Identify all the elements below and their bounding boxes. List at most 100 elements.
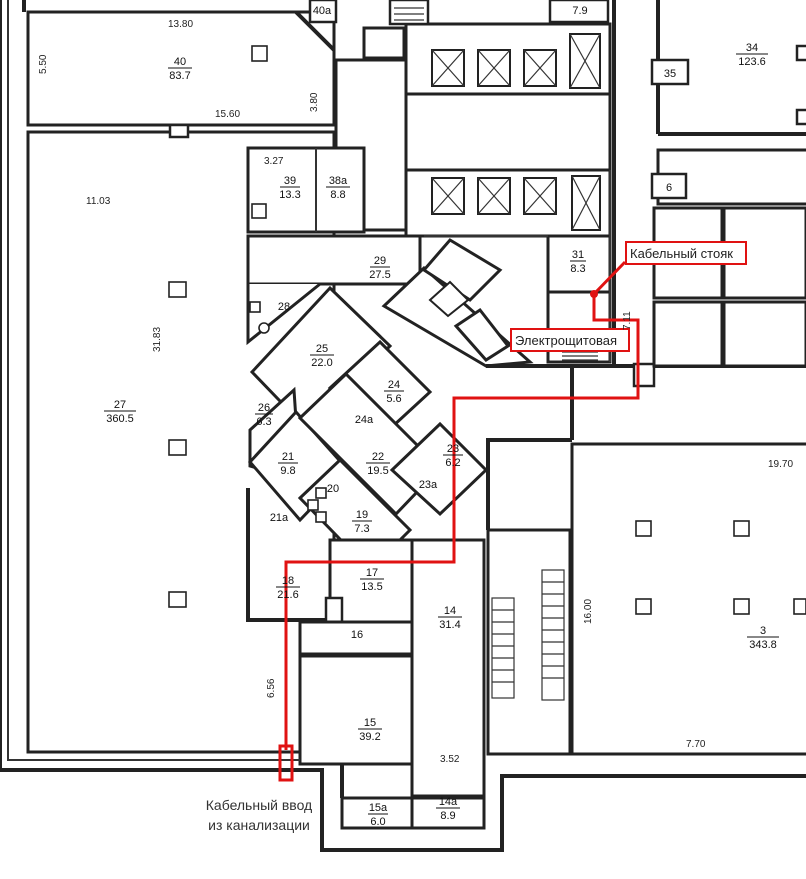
wc-fixture <box>315 511 327 523</box>
room-label-35: 35 <box>664 68 676 80</box>
elevator-shaft <box>431 177 465 215</box>
room-label-top-7-9: 7.9 <box>572 5 587 17</box>
room-number: 31 <box>572 249 584 261</box>
column <box>795 108 806 126</box>
room-area: 7.3 <box>354 523 369 535</box>
room-number: 24 <box>388 379 400 391</box>
column <box>168 281 187 298</box>
dimension-label: 5.50 <box>38 54 49 74</box>
room-area: 6.3 <box>256 416 271 428</box>
room-number: 21a <box>270 512 289 524</box>
column <box>635 520 652 537</box>
room-label-29: 29 27.5 <box>369 255 390 281</box>
rooms-39-38a-frame <box>246 146 366 234</box>
room-number: 40a <box>313 5 332 17</box>
callout-riser-text: Кабельный стояк <box>630 246 733 261</box>
column <box>795 44 806 62</box>
room-label-6: 6 <box>666 182 672 194</box>
room-27-niche <box>168 123 190 139</box>
room-3-box <box>570 442 806 756</box>
dimension-labels: 13.80 5.50 15.60 3.80 3.27 11.03 31.83 7… <box>38 19 793 765</box>
room-number: 14 <box>444 605 456 617</box>
diagonal-room-small <box>453 307 511 362</box>
elevator-shaft <box>523 49 557 87</box>
dimension-label: 15.60 <box>215 109 240 120</box>
room-area: 8.8 <box>330 189 345 201</box>
room-number: 21 <box>282 451 294 463</box>
room-number: 23a <box>419 479 438 491</box>
room-number: 38a <box>329 175 348 187</box>
callout-electrical-room-box <box>510 328 630 352</box>
room-number: 35 <box>664 68 676 80</box>
callout-electrical-room-text: Электрощитовая <box>515 333 617 348</box>
room-27-columns <box>168 45 268 608</box>
dimension-label: 3.27 <box>264 156 284 167</box>
column <box>733 520 750 537</box>
room-number: 20 <box>327 483 339 495</box>
room-label-16: 16 <box>351 629 363 641</box>
room-label-31: 318.3 <box>570 249 586 275</box>
room-number: 19 <box>356 509 368 521</box>
room-label-21: 219.8 <box>278 451 298 477</box>
room-label-20: 20 <box>327 483 339 495</box>
rooms-39-38a <box>246 146 366 234</box>
room-area: 5.6 <box>386 393 401 405</box>
dimension-label: 19.70 <box>768 459 793 470</box>
central-core <box>334 0 612 238</box>
outer-wall-bottom <box>0 0 806 852</box>
room-number: 15 <box>364 717 376 729</box>
room-3-columns <box>635 520 806 615</box>
room-16-niche <box>324 596 344 624</box>
callout-riser-box <box>625 241 747 265</box>
callout-cable-entry-line2: из канализации <box>208 817 310 833</box>
room-area: 9.8 <box>280 465 295 477</box>
rooms-29-28 <box>246 234 422 346</box>
callout-riser: Кабельный стояк <box>625 241 747 265</box>
room-area: 22.0 <box>311 357 332 369</box>
dimension-label: 3.52 <box>440 754 460 765</box>
room-21a-18-frame <box>246 488 330 622</box>
room-number: 23 <box>447 443 459 455</box>
dimension-label: 31.83 <box>152 327 163 352</box>
elevator-lobby <box>404 92 612 172</box>
dimension-label: 13.80 <box>168 19 193 30</box>
room-area: 13.5 <box>361 581 382 593</box>
column <box>251 45 268 62</box>
wc-fixture-icon <box>258 322 270 334</box>
room-number: 22 <box>372 451 384 463</box>
dimension-label: 6.56 <box>266 678 277 698</box>
callout-electrical-room: Электрощитовая <box>510 328 630 352</box>
column <box>251 203 267 219</box>
elevator-shaft <box>569 33 601 89</box>
room-number: 24a <box>355 414 374 426</box>
room-number: 16 <box>351 629 363 641</box>
room-number: 29 <box>374 255 386 267</box>
room-label-40a: 40a <box>313 5 332 17</box>
room-number: 15a <box>369 802 388 814</box>
room-number: 14a <box>439 796 458 808</box>
outer-wall-inner-line <box>7 0 280 761</box>
column <box>635 598 652 615</box>
callout-cable-entry: Кабельный ввод из канализации <box>206 797 312 833</box>
room-number: 27 <box>114 399 126 411</box>
room-number: 40 <box>174 56 186 68</box>
room-area: 27.5 <box>369 269 390 281</box>
lower-middle-rooms <box>246 488 486 830</box>
room-area: 31.4 <box>439 619 460 631</box>
callout-cable-entry-line1: Кабельный ввод <box>206 797 312 813</box>
cable-entry-marker <box>278 744 294 782</box>
room-area: 8.3 <box>570 263 585 275</box>
room-area: 13.3 <box>279 189 300 201</box>
room-right-c <box>652 300 724 368</box>
room-label-24a: 24a <box>355 414 374 426</box>
diagonal-cluster <box>247 238 534 573</box>
